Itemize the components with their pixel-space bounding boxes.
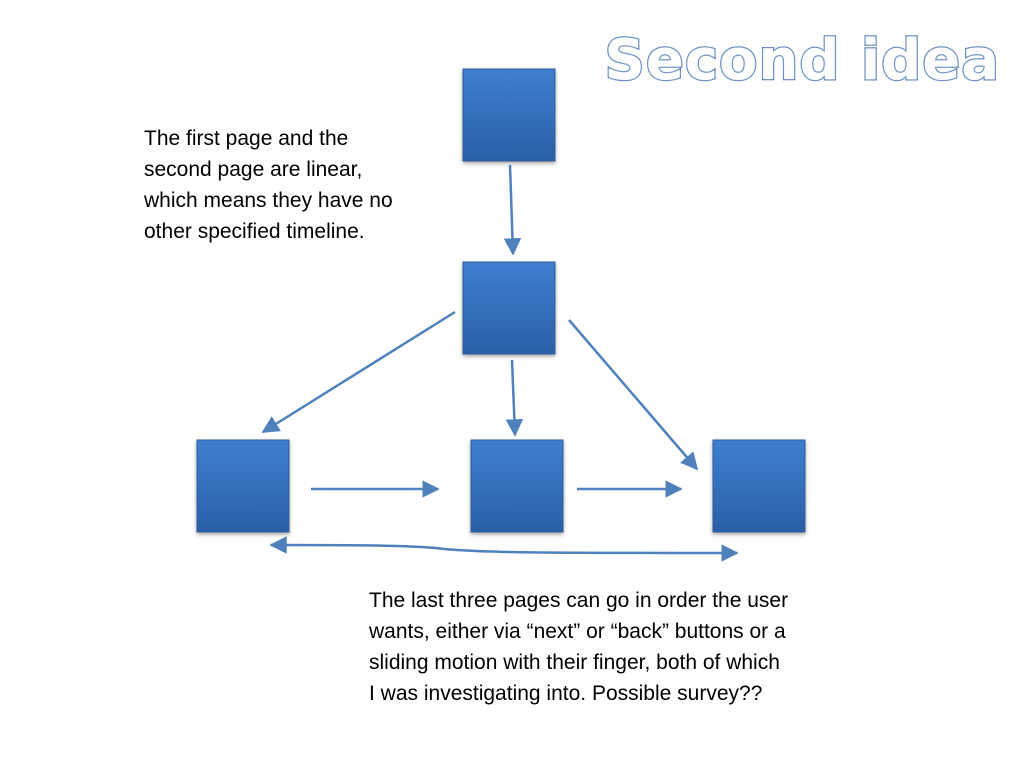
arrow-page2-to-page3: [261, 310, 456, 434]
node-page-2: [462, 261, 556, 355]
arrow-page2-to-page5: [568, 319, 699, 471]
arrow-page2-to-page4: [505, 359, 524, 437]
node-page-5: [712, 439, 806, 533]
note-linear-pages: The first page and the second page are l…: [144, 127, 393, 243]
node-page-3: [196, 439, 290, 533]
arrow-page3-page5-bidirectional: [269, 536, 739, 562]
slide-title: Second idea: [603, 27, 1000, 95]
note-last-three-pages: The last three pages can go in order the…: [369, 589, 789, 705]
arrow-page1-to-page2: [503, 164, 522, 256]
node-page-4: [470, 439, 564, 533]
node-page-1: [462, 68, 556, 162]
